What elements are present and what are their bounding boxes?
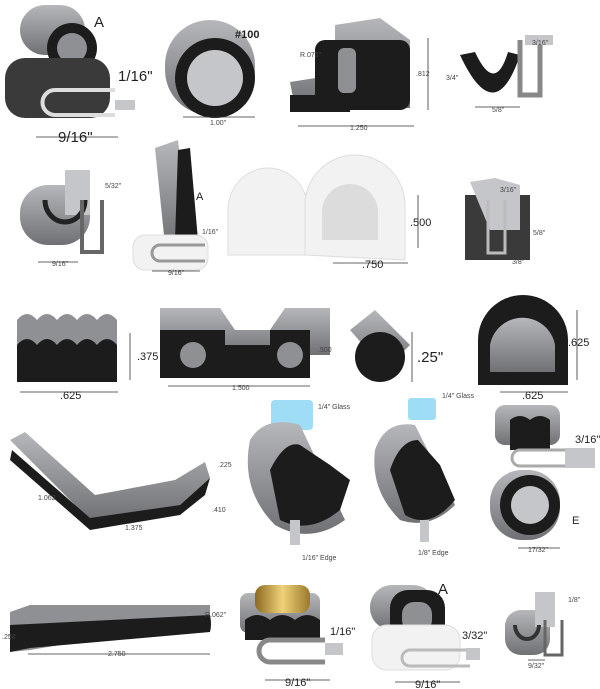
profile-d-shape: .625 .625 — [478, 295, 589, 402]
label: 1/8" — [568, 597, 581, 604]
label: 5/8" — [492, 107, 505, 114]
label: 9/16" — [285, 677, 310, 689]
label: .625 — [60, 390, 81, 402]
label: 17/32" — [528, 547, 549, 554]
label: #100 — [235, 29, 259, 41]
profile-double-bulb: .500 1.500 — [160, 308, 332, 392]
label: .625 — [522, 390, 543, 402]
profile-side-bulb-trim: 5/32" 9/16" — [20, 170, 122, 268]
profile-tube-100: #100 1.00" — [165, 20, 259, 127]
label: .500 — [410, 217, 431, 229]
profile-channel-strip: .225 1.062 .410 1.375 — [10, 432, 232, 532]
label: R.062" — [205, 612, 227, 619]
label: .410 — [212, 507, 226, 514]
label: 1.062 — [38, 495, 56, 502]
label: 1/16" Edge — [302, 555, 337, 562]
label: 5/8" — [533, 230, 546, 237]
label: 1.500 — [232, 385, 250, 392]
profile-glass-seal-large: 1/4" Glass 1/16" Edge — [247, 400, 351, 562]
profile-glass-seal-small: 1/4" Glass 1/8" Edge — [374, 393, 475, 557]
label: .250 — [2, 634, 16, 641]
label: 9/16" — [415, 679, 440, 689]
label: 9/16" — [168, 270, 185, 277]
profile-round-cord: .25" — [350, 310, 443, 382]
label: .375 — [137, 351, 158, 363]
profile-flat-strip: .250 2.750 R.062" — [2, 605, 227, 658]
label: 3/32" — [462, 630, 487, 642]
profile-l-shape: R.075" .812 1.250 — [290, 18, 430, 132]
label: .625 — [568, 337, 589, 349]
label: 3/8" — [512, 259, 525, 266]
label: .750 — [362, 259, 383, 271]
label: 1/8" Edge — [418, 550, 449, 557]
label: E — [572, 515, 579, 527]
label: 1.375 — [125, 525, 143, 532]
label: 1.250 — [350, 125, 368, 132]
label: 1.00" — [210, 120, 227, 127]
profile-gold-top-trim: 1/16" 9/16" — [240, 585, 355, 689]
profile-small-side-bulb: 1/8" 9/32" — [505, 592, 581, 670]
label: A — [438, 581, 448, 598]
label: .812 — [416, 71, 430, 78]
label: A — [94, 14, 104, 31]
label: 9/16" — [58, 129, 93, 146]
profile-ribbed-trim: 3/16" 5/8" 3/8" — [465, 178, 546, 266]
label: 1/4" Glass — [318, 404, 351, 411]
profile-ribbed-strip: .375 .625 — [17, 314, 158, 402]
label: 1/16" — [202, 229, 219, 236]
label: A — [196, 191, 204, 203]
label: 9/32" — [528, 663, 545, 670]
label: 9/16" — [52, 261, 69, 268]
label: 2.750 — [108, 651, 126, 658]
label: 3/16" — [575, 434, 600, 446]
label: .225 — [218, 462, 232, 469]
label: 1/16" — [118, 68, 153, 85]
label: .500 — [318, 347, 332, 354]
profile-u-clip: 3/16" 3/4" 5/8" — [446, 35, 553, 114]
profile-bulb-trim-a: A 1/16" 9/16" — [5, 5, 153, 146]
label: 3/16" — [532, 40, 549, 47]
label: 3/16" — [500, 187, 517, 194]
label: .25" — [417, 349, 443, 366]
profile-bulb-trim-a-white: A 3/32" 9/16" — [370, 581, 487, 689]
label: 1/4" Glass — [442, 393, 475, 400]
profile-double-d-white: .500 .750 — [227, 154, 431, 271]
label: 3/4" — [446, 75, 459, 82]
profile-fin-trim-a: A 1/16" 9/16" — [132, 140, 219, 277]
label: 1/16" — [330, 626, 355, 638]
label: 5/32" — [105, 183, 122, 190]
profile-bulb-trim-e: 3/16" E 17/32" — [490, 405, 600, 554]
label: R.075" — [300, 52, 322, 59]
